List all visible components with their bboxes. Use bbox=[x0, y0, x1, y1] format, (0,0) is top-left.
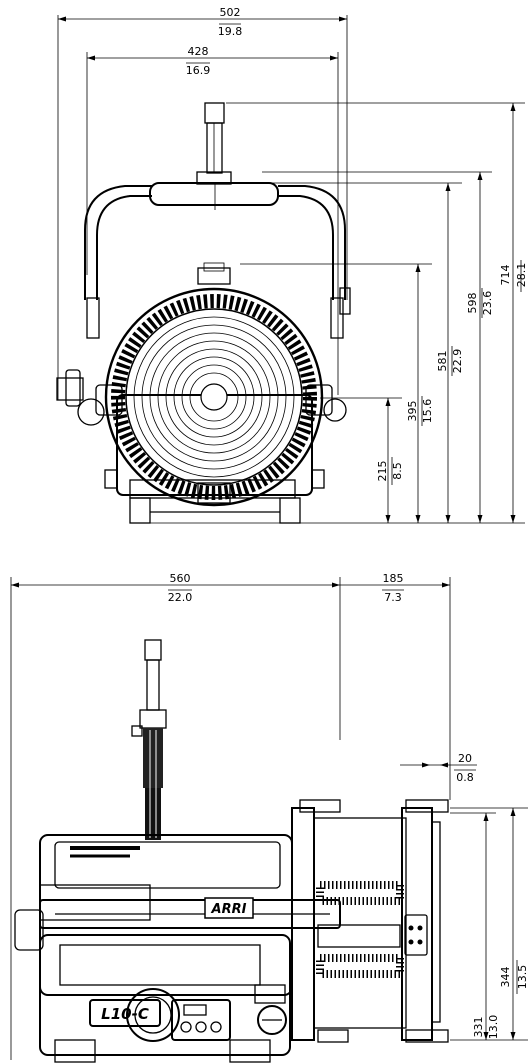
dim-front-heights: 344 13.5 331 13.0 bbox=[450, 807, 529, 1041]
front-lens bbox=[95, 287, 333, 507]
dim-height-front-in: 13.5 bbox=[516, 965, 529, 990]
dim-offset-in: 0.8 bbox=[456, 771, 474, 784]
dim-offset-mm: 20 bbox=[458, 752, 472, 765]
side-spigot-yoke bbox=[126, 639, 180, 1042]
dim-length-body-in: 22.0 bbox=[168, 591, 193, 604]
dim-width-overall: 502 19.8 bbox=[57, 6, 348, 400]
model-logo: L10-C bbox=[101, 1005, 149, 1023]
dim-height-front-inner-mm: 331 bbox=[472, 1017, 485, 1038]
dim-width-yoke-mm: 428 bbox=[188, 45, 209, 58]
dim-length-front-in: 7.3 bbox=[384, 591, 402, 604]
dim-height-center-mm: 395 bbox=[406, 401, 419, 422]
side-view: 560 22.0 185 7.3 20 0.8 bbox=[10, 572, 529, 1063]
dim-length-body: 560 22.0 bbox=[10, 572, 341, 1060]
dim-height-lens-mm: 581 bbox=[436, 351, 449, 372]
dim-length-front-mm: 185 bbox=[383, 572, 404, 585]
side-housing: ARRI L10-C bbox=[14, 834, 341, 1063]
front-yoke bbox=[56, 182, 351, 426]
dim-height-yoke-mm: 598 bbox=[466, 293, 479, 314]
front-spigot bbox=[196, 102, 232, 185]
dim-height-total-in: 28.1 bbox=[515, 263, 528, 288]
dim-height-base-in: 8.5 bbox=[391, 462, 404, 480]
dim-heights: 714 28.1 598 23.6 581 22.9 395 15.6 bbox=[150, 102, 528, 524]
dim-height-yoke-in: 23.6 bbox=[481, 291, 494, 316]
dim-height-front-inner-in: 13.0 bbox=[487, 1015, 500, 1040]
dim-width-overall-in: 19.8 bbox=[218, 25, 243, 38]
dim-offset: 20 0.8 bbox=[400, 752, 477, 784]
dim-width-overall-mm: 502 bbox=[220, 6, 241, 19]
dim-length-body-mm: 560 bbox=[170, 572, 191, 585]
side-lens-barrel bbox=[291, 799, 449, 1043]
arri-logo: ARRI bbox=[211, 902, 247, 917]
barrel-fins bbox=[316, 881, 404, 978]
dim-width-yoke-in: 16.9 bbox=[186, 64, 211, 77]
dim-height-total-mm: 714 bbox=[499, 265, 512, 286]
dim-height-lens-in: 22.9 bbox=[451, 349, 464, 374]
dim-height-base-mm: 215 bbox=[376, 461, 389, 482]
dim-length-front: 185 7.3 bbox=[340, 572, 451, 800]
dim-height-front-mm: 344 bbox=[499, 967, 512, 988]
dim-height-center-in: 15.6 bbox=[421, 399, 434, 424]
front-view: 502 19.8 428 16.9 bbox=[56, 6, 528, 524]
